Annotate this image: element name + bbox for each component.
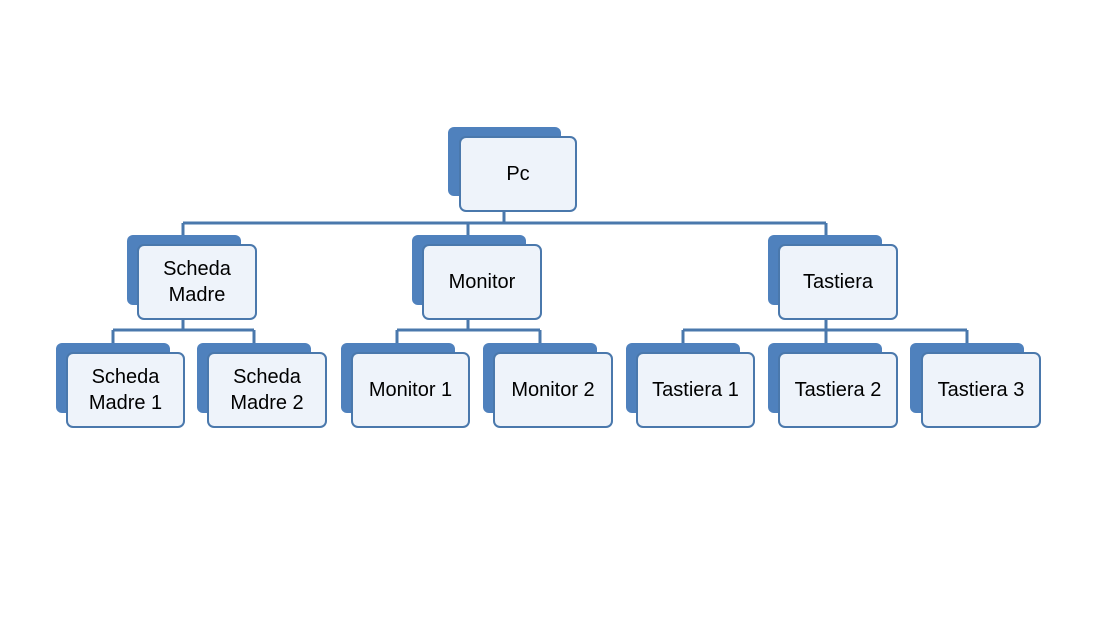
node-label: Tastiera <box>802 271 874 293</box>
node-label: Tastiera 1 <box>652 379 739 401</box>
node-label: Scheda Madre 1 <box>88 366 163 414</box>
node-label: Monitor <box>448 271 516 293</box>
node-label: Monitor 2 <box>511 379 595 401</box>
node-box: Monitor 2 <box>493 352 613 428</box>
node-box: Tastiera 2 <box>778 352 898 428</box>
node-box: Monitor <box>422 244 542 320</box>
node-label: Tastiera 3 <box>937 379 1025 401</box>
node-box: Scheda Madre 1 <box>66 352 185 428</box>
node-box: Tastiera <box>778 244 898 320</box>
node-box: Pc <box>459 136 577 212</box>
node-box: Scheda Madre <box>137 244 257 320</box>
node-box: Tastiera 3 <box>921 352 1041 428</box>
node-label: Monitor 1 <box>368 379 453 401</box>
node-label: Scheda Madre <box>163 258 231 306</box>
node-label: Scheda Madre 2 <box>230 366 304 414</box>
node-box: Tastiera 1 <box>636 352 755 428</box>
node-box: Scheda Madre 2 <box>207 352 327 428</box>
node-label: Pc <box>506 163 530 185</box>
node-box: Monitor 1 <box>351 352 470 428</box>
node-label: Tastiera 2 <box>794 379 882 401</box>
